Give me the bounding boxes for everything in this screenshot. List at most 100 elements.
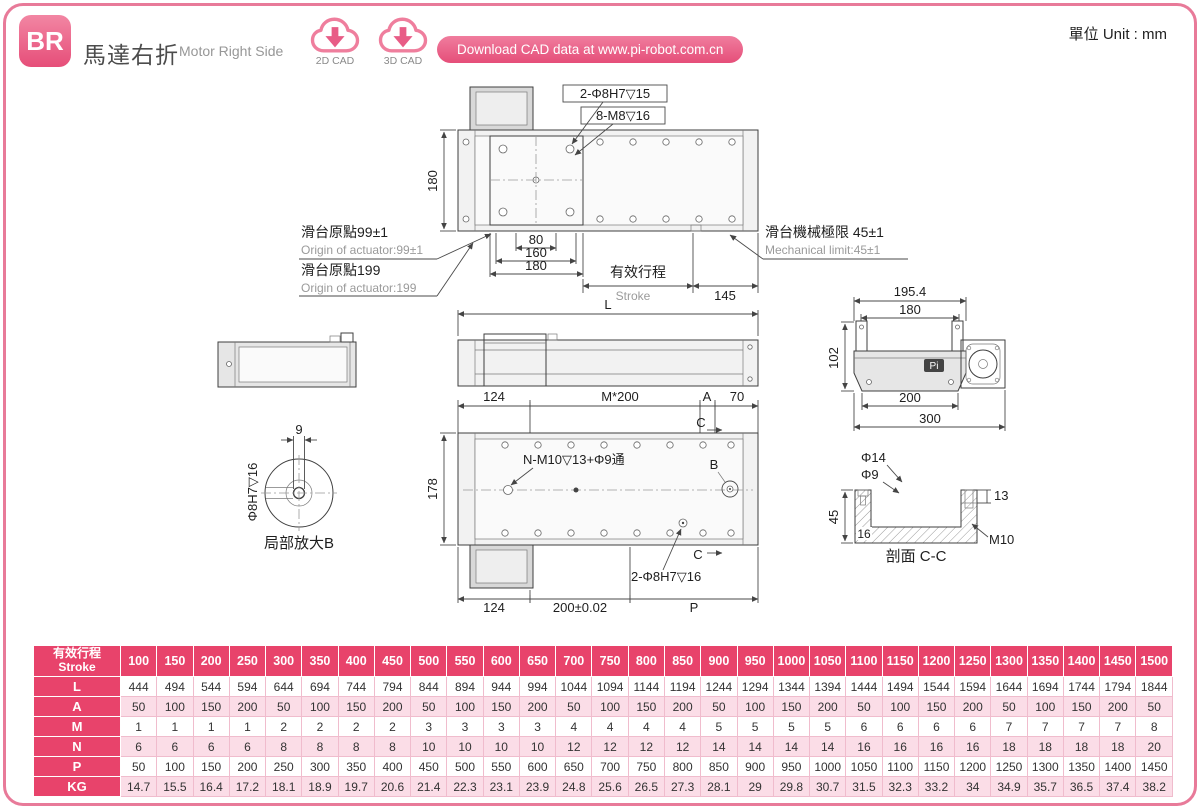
dim-200-end: 200 <box>899 390 921 405</box>
stroke-header-cell: 150 <box>156 645 194 677</box>
spec-value-cell: 1 <box>228 716 267 737</box>
spec-value-cell: 16 <box>881 736 919 757</box>
dim-13: 13 <box>994 488 1008 503</box>
spec-value-cell: 12 <box>627 736 665 757</box>
spec-value-cell: 30.7 <box>809 776 847 797</box>
spec-value-cell: 1 <box>119 716 158 737</box>
spec-value-cell: 50 <box>265 696 303 717</box>
spec-value-cell: 4 <box>555 716 593 737</box>
detail-b-label: B <box>710 457 719 472</box>
dim-16: 16 <box>857 527 871 541</box>
spec-value-cell: 200 <box>373 696 412 717</box>
spec-value-cell: 1450 <box>1135 756 1173 777</box>
spec-value-cell: 5 <box>736 716 774 737</box>
spec-value-cell: 18.1 <box>265 776 303 797</box>
dim-M10: M10 <box>989 532 1014 547</box>
origin2-en: Origin of actuator:199 <box>301 281 417 295</box>
stroke-header-cell: 500 <box>410 645 448 677</box>
row-label-cell: P <box>33 756 121 777</box>
spec-value-cell: 14 <box>736 736 774 757</box>
side-view <box>217 332 357 388</box>
stroke-header-label: 有效行程 Stroke <box>33 645 121 677</box>
limit-en: Mechanical limit:45±1 <box>765 243 881 257</box>
spec-value-cell: 800 <box>663 756 702 777</box>
stroke-header-cell: 200 <box>192 645 230 677</box>
spec-value-cell: 1200 <box>954 756 992 777</box>
spec-value-cell: 550 <box>482 756 520 777</box>
origin1-en: Origin of actuator:99±1 <box>301 243 423 257</box>
spec-value-cell: 14 <box>772 736 811 757</box>
spec-value-cell: 50 <box>1135 696 1173 717</box>
spec-value-cell: 950 <box>772 756 811 777</box>
spec-value-cell: 50 <box>845 696 883 717</box>
dim-detail-hole: Φ8H7▽16 <box>245 463 260 522</box>
dim-160: 160 <box>525 245 547 260</box>
motor-flange <box>960 339 1006 389</box>
row-label-cell: L <box>33 676 121 697</box>
spec-value-cell: 100 <box>446 696 484 717</box>
stroke-header-cell: 100 <box>119 645 158 677</box>
spec-value-cell: 32.3 <box>881 776 919 797</box>
dim-P: P <box>690 600 699 615</box>
spec-value-cell: 34.9 <box>990 776 1028 797</box>
cad-2d-download-button[interactable]: 2D CAD <box>306 17 364 67</box>
spec-value-cell: 200 <box>1099 696 1137 717</box>
spec-value-cell: 16 <box>845 736 883 757</box>
spec-value-cell: 444 <box>119 676 158 697</box>
spec-value-cell: 38.2 <box>1135 776 1173 797</box>
stroke-header-cell: 1200 <box>917 645 956 677</box>
dim-300: 300 <box>919 411 941 426</box>
spec-value-cell: 594 <box>228 676 267 697</box>
download-cad-link[interactable]: Download CAD data at www.pi-robot.com.cn <box>437 36 744 63</box>
dim-L: L <box>604 297 611 312</box>
spec-value-cell: 644 <box>265 676 303 697</box>
spec-value-cell: 1244 <box>700 676 738 697</box>
spec-value-cell: 14.7 <box>119 776 158 797</box>
spec-value-cell: 20.6 <box>373 776 412 797</box>
stroke-header-cell: 350 <box>301 645 339 677</box>
spec-value-cell: 31.5 <box>845 776 883 797</box>
spec-value-cell: 500 <box>446 756 484 777</box>
cad-3d-download-button[interactable]: 3D CAD <box>374 17 432 67</box>
spec-value-cell: 5 <box>772 716 811 737</box>
spec-value-cell: 450 <box>410 756 448 777</box>
dim-178: 178 <box>425 478 440 500</box>
spec-value-cell: 650 <box>555 756 593 777</box>
spec-value-cell: 4 <box>663 716 702 737</box>
spec-value-cell: 17.2 <box>228 776 267 797</box>
spec-value-cell: 19.7 <box>337 776 375 797</box>
spec-value-cell: 150 <box>627 696 665 717</box>
detail-caption: 局部放大B <box>264 535 334 552</box>
spec-value-cell: 4 <box>591 716 629 737</box>
spec-value-cell: 16 <box>954 736 992 757</box>
bottom-view: 124 M*200 A 70 C N-M10▽13+Φ9通 <box>425 389 759 615</box>
spec-value-cell: 2 <box>373 716 412 737</box>
detail-b-view: 9 Φ8H7▽16 局部放大B <box>245 422 337 552</box>
dim-9: 9 <box>295 422 302 437</box>
spec-value-cell: 844 <box>410 676 448 697</box>
spec-value-cell: 1094 <box>591 676 629 697</box>
spec-value-cell: 1694 <box>1026 676 1064 697</box>
spec-value-cell: 1044 <box>555 676 593 697</box>
dim-195-4: 195.4 <box>894 284 927 299</box>
cad-2d-label: 2D CAD <box>315 55 355 67</box>
spec-value-cell: 200 <box>228 696 267 717</box>
spec-value-cell: 50 <box>555 696 593 717</box>
spec-value-cell: 23.1 <box>482 776 520 797</box>
spec-value-cell: 25.6 <box>591 776 629 797</box>
spec-value-cell: 100 <box>881 696 919 717</box>
stroke-header-cell: 600 <box>482 645 520 677</box>
spec-value-cell: 1300 <box>1026 756 1064 777</box>
spec-value-cell: 26.5 <box>627 776 665 797</box>
spec-value-cell: 744 <box>337 676 375 697</box>
spec-value-cell: 10 <box>446 736 484 757</box>
section-c-bottom: C <box>693 547 702 562</box>
spec-value-cell: 200 <box>954 696 992 717</box>
spec-value-cell: 3 <box>482 716 520 737</box>
stroke-header-cell: 550 <box>446 645 484 677</box>
spec-value-cell: 894 <box>446 676 484 697</box>
origin1-zh: 滑台原點99±1 <box>301 224 388 240</box>
